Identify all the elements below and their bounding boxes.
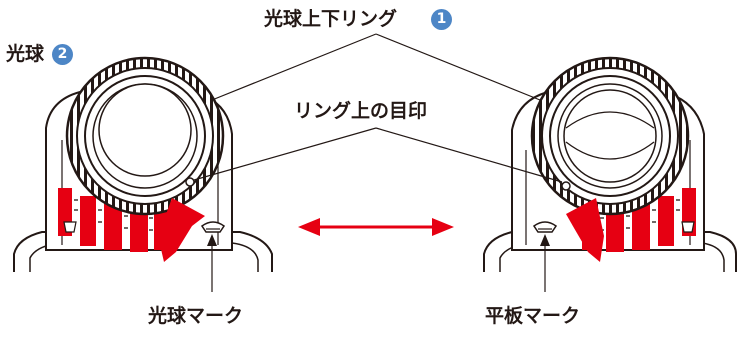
lamp-mark-label: 光球マーク	[148, 305, 244, 327]
left-device	[13, 56, 273, 272]
lamp-badge: 2	[52, 44, 73, 65]
lamp-label: 光球	[6, 43, 45, 65]
ring-mark-label: リング上の目印	[294, 100, 428, 122]
leader-lines	[193, 33, 563, 183]
lamp-ring-badge: 1	[431, 9, 452, 30]
right-device	[483, 56, 737, 272]
plate-mark-label: 平板マーク	[485, 305, 581, 327]
lamp-ring-label: 光球上下リング	[264, 8, 398, 30]
mark-pointers	[207, 234, 550, 292]
switch-double-arrow	[298, 218, 454, 236]
